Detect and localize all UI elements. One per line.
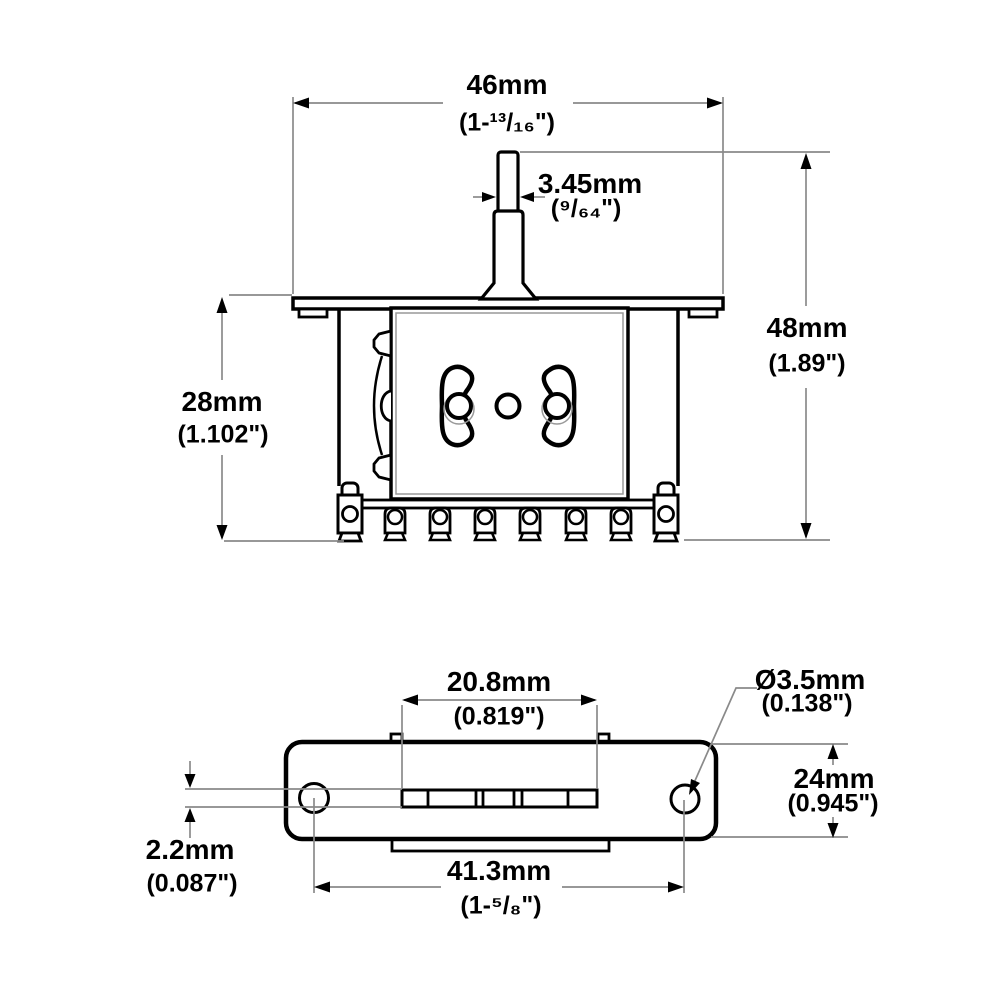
dim-body-height-mm: 28mm <box>181 386 263 417</box>
terminal-lug <box>564 506 588 542</box>
dim-shaft-in: (⁹/₆₄") <box>550 194 622 223</box>
lever-tip <box>496 150 520 216</box>
detent-spring-arc <box>372 355 384 456</box>
center-pivot <box>494 392 522 420</box>
detent-bump <box>379 389 392 423</box>
dim-height-mm: 48mm <box>766 312 848 343</box>
dim-hole-dia-mm: Ø3.5mm <box>754 664 866 695</box>
dimension-lines <box>185 97 848 893</box>
lever-slot-detents <box>426 790 570 807</box>
wafer-inner-line <box>395 312 624 495</box>
terminal-lugs <box>383 506 633 542</box>
side-view <box>291 150 725 543</box>
dim-hole-spacing-in: (1-⁵/₈") <box>460 891 542 920</box>
terminal-lug <box>609 506 633 542</box>
cam-pivot-left <box>445 392 473 420</box>
dim-width-mm: 46mm <box>466 69 548 100</box>
mounting-hole-right <box>669 783 701 815</box>
dim-hole-spacing-mm: 41.3mm <box>446 855 552 886</box>
dim-hole-dia-in: (0.138") <box>761 689 853 718</box>
lever-shaft <box>477 209 540 301</box>
dim-shaft-mm: 3.45mm <box>537 168 643 199</box>
dim-height-in: (1.89") <box>768 349 846 378</box>
dim-slot-length-mm: 20.8mm <box>446 666 552 697</box>
lever-slot <box>400 788 599 809</box>
detent-tab-top <box>372 329 393 358</box>
dim-width-in: (1-¹³/₁₆") <box>458 108 556 137</box>
dim-plate-width-in: (0.945") <box>787 789 879 818</box>
terminal-lug <box>473 506 497 542</box>
terminal-bar <box>358 498 660 510</box>
hole-diameter-leader <box>689 687 757 793</box>
dim-plate-width-mm: 24mm <box>793 763 875 794</box>
plate-under-tab-left <box>297 307 329 319</box>
dim-slot-width-in: (0.087") <box>146 869 238 898</box>
dim-slot-length-in: (0.819") <box>453 702 545 731</box>
dimension-arrowheads <box>184 97 839 893</box>
terminal-lug <box>518 506 542 542</box>
wafer-body <box>389 306 630 501</box>
plate-under-tab-right <box>687 307 719 319</box>
dim-body-height-in: (1.102") <box>177 420 269 449</box>
detent-tab-bottom <box>372 453 393 482</box>
end-post-left <box>336 481 364 543</box>
cam-pivot-right <box>543 392 571 420</box>
dim-slot-width-mm: 2.2mm <box>145 834 235 865</box>
terminal-lug <box>428 506 452 542</box>
terminal-lug <box>383 506 407 542</box>
end-post-right <box>652 481 680 543</box>
bottom-view <box>283 732 719 853</box>
